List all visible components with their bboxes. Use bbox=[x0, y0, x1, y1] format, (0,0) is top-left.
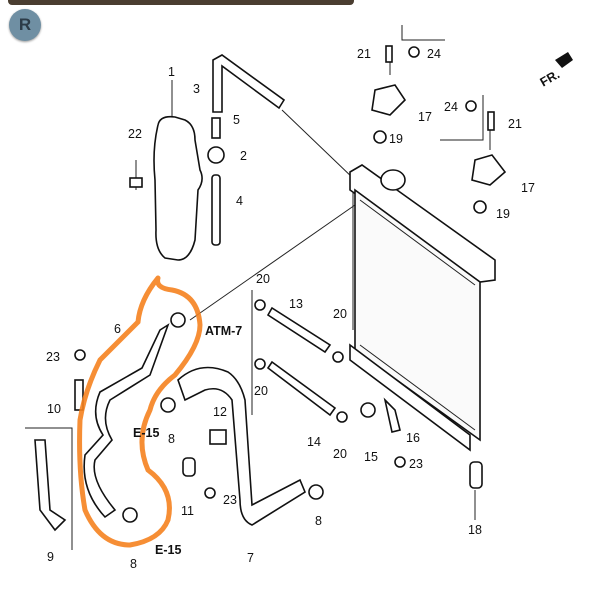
callout-label: 2 bbox=[240, 149, 247, 163]
callout-label: 20 bbox=[256, 272, 270, 286]
callout-label: 21 bbox=[357, 47, 371, 61]
callout-label: ATM-7 bbox=[205, 324, 242, 338]
callout-label: 6 bbox=[114, 322, 121, 336]
bracket-17-left bbox=[371, 84, 407, 116]
reservoir-tank bbox=[153, 115, 203, 261]
rubber-19-right bbox=[473, 200, 487, 214]
hose-14 bbox=[266, 360, 337, 417]
callout-label: 19 bbox=[496, 207, 510, 221]
callout-label: 22 bbox=[128, 127, 142, 141]
overflow-hose bbox=[212, 54, 286, 113]
bracket-17-right bbox=[471, 154, 507, 186]
callout-label: 15 bbox=[364, 450, 378, 464]
callout-label: 24 bbox=[444, 100, 458, 114]
callout-label: 10 bbox=[47, 402, 61, 416]
callout-label: 5 bbox=[233, 113, 240, 127]
callout-label: 21 bbox=[508, 117, 522, 131]
app-badge-button[interactable]: R bbox=[9, 9, 41, 41]
leader-lines bbox=[25, 25, 491, 550]
callout-label: 18 bbox=[468, 523, 482, 537]
callout-label: 8 bbox=[130, 557, 137, 571]
front-arrow-icon bbox=[555, 52, 573, 68]
callout-label: 19 bbox=[389, 132, 403, 146]
highlight-circle bbox=[77, 275, 203, 548]
callout-label: 9 bbox=[47, 550, 54, 564]
callout-label: 17 bbox=[521, 181, 535, 195]
tube-4 bbox=[211, 174, 221, 246]
callout-label: 17 bbox=[418, 110, 432, 124]
nut-24-top bbox=[408, 46, 420, 58]
callout-label: 8 bbox=[315, 514, 322, 528]
top-toolbar-bar bbox=[8, 0, 354, 5]
callout-label: 24 bbox=[427, 47, 441, 61]
front-direction-label: FR. bbox=[538, 67, 562, 89]
callout-label: 1 bbox=[168, 65, 175, 79]
bolt-21-left bbox=[385, 45, 393, 63]
callout-label: 13 bbox=[289, 297, 303, 311]
callout-label: 23 bbox=[409, 457, 423, 471]
lower-hose-7 bbox=[177, 366, 306, 526]
bolt-21-right bbox=[487, 111, 495, 131]
fitting-5 bbox=[211, 117, 221, 139]
nut-24-right bbox=[465, 100, 477, 112]
callout-label: 4 bbox=[236, 194, 243, 208]
callout-label: 7 bbox=[247, 551, 254, 565]
callout-label: E-15 bbox=[133, 426, 159, 440]
callout-label: 14 bbox=[307, 435, 321, 449]
callout-label: E-15 bbox=[155, 543, 181, 557]
callout-label: 3 bbox=[193, 82, 200, 96]
callout-label: 11 bbox=[181, 504, 194, 518]
hose-13 bbox=[266, 306, 332, 354]
radiator bbox=[349, 164, 496, 452]
callout-label: 23 bbox=[223, 493, 237, 507]
callout-label: 20 bbox=[333, 447, 347, 461]
callout-label: 8 bbox=[168, 432, 175, 446]
nut-2 bbox=[207, 146, 225, 164]
callout-label: 12 bbox=[213, 405, 227, 419]
callout-label: 23 bbox=[46, 350, 60, 364]
callout-label: 20 bbox=[254, 384, 268, 398]
callout-label: 16 bbox=[406, 431, 420, 445]
callout-label: 20 bbox=[333, 307, 347, 321]
upper-hose-6 bbox=[83, 323, 170, 519]
rubber-19-left bbox=[373, 130, 387, 144]
bolt-22 bbox=[129, 177, 143, 188]
hose-clamps bbox=[34, 299, 483, 532]
callout-labels: 1 3 5 2 4 22 21 24 17 19 24 21 17 19 20 … bbox=[46, 47, 562, 571]
